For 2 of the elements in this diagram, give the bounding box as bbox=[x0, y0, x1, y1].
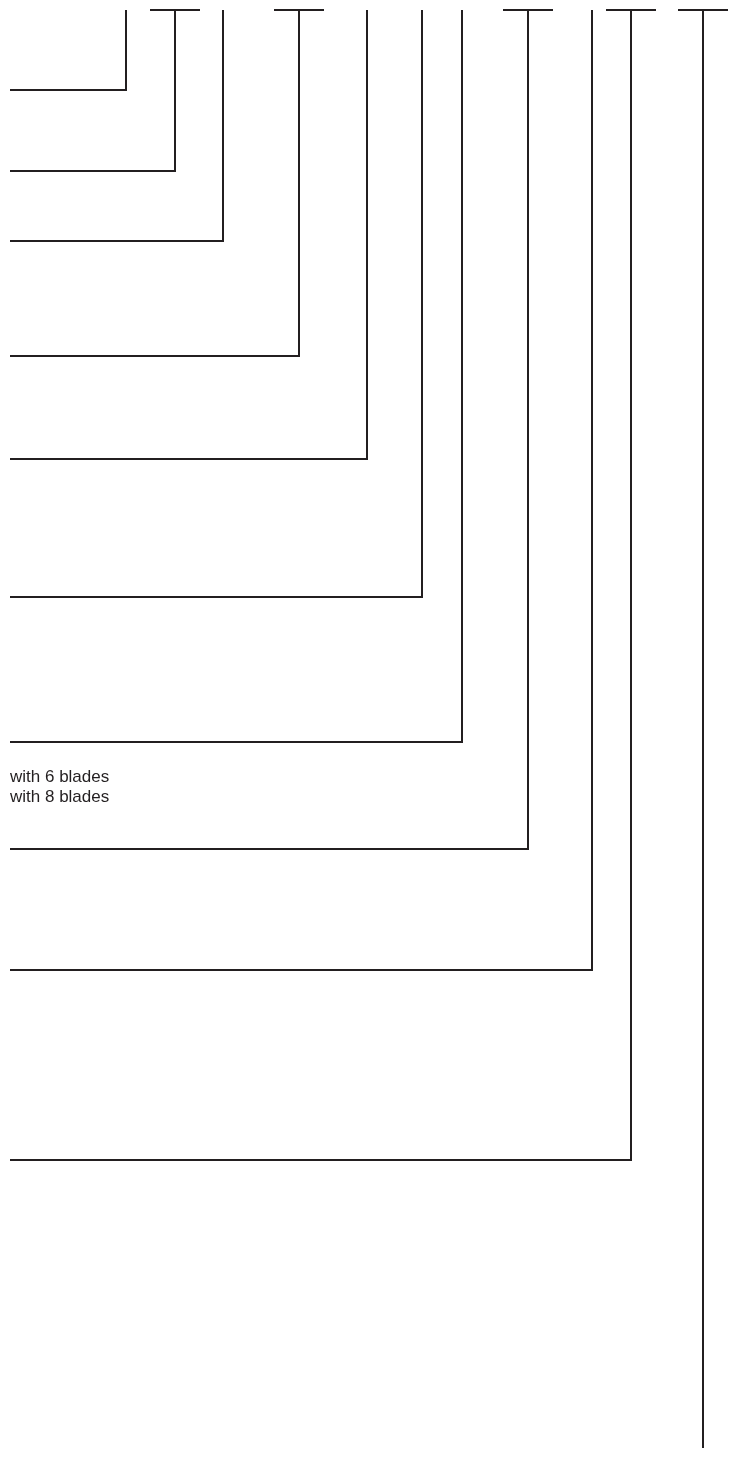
part-label: with 6 blades bbox=[10, 767, 110, 787]
part-label: with 8 blades bbox=[10, 787, 110, 807]
